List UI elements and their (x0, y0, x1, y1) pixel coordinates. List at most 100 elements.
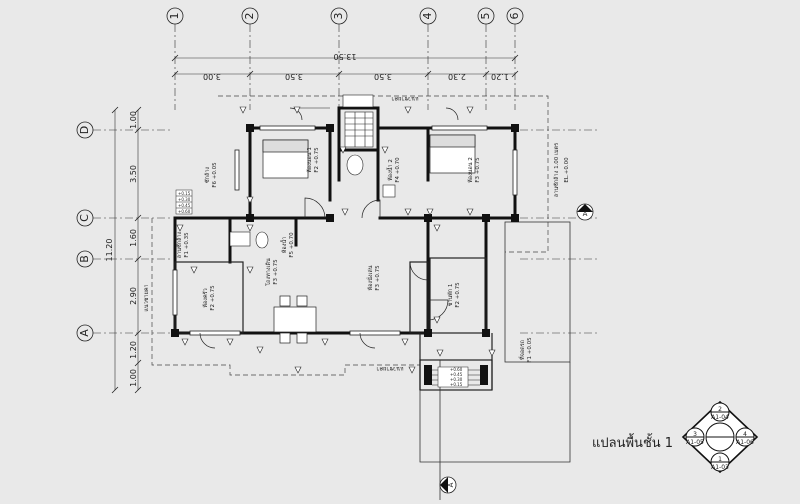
dim-left-2: 3.50 (129, 165, 138, 183)
level-triangle-marker (433, 224, 441, 232)
key-code-right: A1-06 (736, 439, 754, 446)
grid-bubbles-left: D C B A (76, 121, 94, 342)
grid-row-C: C (78, 214, 91, 222)
room-laundry-name: ซักล้าง (204, 167, 211, 184)
level-triangle-marker (181, 338, 189, 346)
level-triangle-marker (239, 106, 247, 114)
room-porch-level: F2 +0.75 (455, 282, 461, 308)
level-triangle-marker (433, 316, 441, 324)
room-kitchen-level: F2 +0.75 (210, 285, 216, 311)
level-b2: +0.45 (450, 372, 463, 377)
key-num-bottom: 1 (718, 456, 722, 463)
level-l4: +0.60 (178, 209, 191, 214)
room-parking-name: ที่จอดรถ (518, 340, 526, 360)
level-triangle-marker (466, 208, 474, 216)
level-triangle-marker (408, 366, 416, 374)
drawing-title: แปลนพื้นชั้น 1 (592, 433, 673, 451)
overall-dimensions (114, 57, 515, 390)
key-num-left: 3 (693, 431, 697, 438)
room-parking-level: F1 +0.05 (527, 337, 533, 363)
room-bed2-name: ห้องนอน 2 (467, 157, 474, 183)
elevation-key-labels: 2 A1-04 3 A1-05 4 A1-06 1 A1-03 (686, 406, 754, 471)
elevation-label: EL.+0.00 (564, 157, 570, 183)
level-markers (176, 106, 496, 374)
eave-label-left: แนวชายคา (143, 284, 150, 311)
grid-col-5: 5 (479, 13, 492, 20)
dim-left-1: 1.00 (129, 111, 138, 129)
room-bath2-level: F5 +0.70 (289, 232, 295, 258)
key-num-top: 2 (718, 406, 722, 413)
level-b4: +0.15 (450, 382, 463, 387)
room-bath2-name: ห้องน้ำ (280, 237, 288, 253)
level-triangle-marker (404, 106, 412, 114)
dimension-ticks (111, 54, 519, 394)
key-code-bottom: A1-03 (711, 464, 729, 471)
grid-col-2: 2 (243, 13, 256, 20)
eave-label-right: ลานซักล้าง 1.00 เมตร (553, 143, 560, 197)
key-code-top: A1-04 (711, 414, 729, 421)
room-living-level: F3 +0.75 (375, 265, 381, 291)
room-hall-name: โถงทางเดิน (264, 258, 272, 286)
horizontal-grid-lines (93, 129, 600, 334)
dim-left-4: 2.90 (129, 287, 138, 305)
overall-depth: 11.20 (105, 239, 114, 262)
windows (172, 125, 518, 336)
level-triangle-marker (176, 224, 184, 232)
room-bed1-level: F2 +0.75 (314, 147, 320, 173)
dim-left-3: 1.60 (129, 229, 138, 247)
elevation-key-marker (681, 400, 759, 474)
room-kitchen-name: ห้องครัว (202, 288, 209, 307)
level-triangle-marker (293, 106, 301, 114)
level-triangle-marker (401, 338, 409, 346)
dining-set (273, 295, 317, 344)
level-triangle-marker (341, 208, 349, 216)
overall-width: 13.50 (334, 52, 357, 61)
level-triangle-marker (436, 349, 444, 357)
level-triangle-marker (190, 266, 198, 274)
level-triangle-marker (226, 338, 234, 346)
level-triangle-marker (404, 208, 412, 216)
dim-top-5: 1.20 (491, 72, 509, 81)
eave-label-bottom: แนวชายคา (376, 365, 403, 372)
structural-columns (171, 124, 519, 385)
room-stair-level: F1 +0.35 (184, 232, 190, 258)
room-porch-name: ชานพัก 1 (447, 284, 454, 307)
level-l3: +0.45 (178, 203, 191, 208)
level-triangle-marker (246, 266, 254, 274)
room-bath1-level: F4 +0.70 (395, 157, 401, 183)
room-bed1-name: ห้องนอน 1 (306, 147, 313, 173)
room-stair-name: ลานซักล้าง (176, 231, 183, 258)
dim-top-1: 3.00 (203, 72, 221, 81)
grid-row-A: A (78, 329, 91, 337)
grid-col-1: 1 (168, 13, 181, 20)
section-label-bottom: A (447, 482, 455, 487)
level-table-bottom (437, 366, 469, 388)
room-labels: ซักล้าง F6 +0.05 ห้องนอน 1 F2 +0.75 ห้อง… (176, 147, 533, 363)
grid-col-3: 3 (332, 13, 345, 20)
dim-left-6: 1.00 (129, 369, 138, 387)
level-l2: +0.30 (178, 197, 191, 202)
section-marker-bottom: A (439, 476, 457, 494)
doors (199, 107, 459, 349)
beds (262, 134, 476, 179)
level-table-left (175, 189, 193, 215)
bathroom-fixtures (229, 94, 396, 249)
level-triangle-marker (246, 224, 254, 232)
level-triangle-marker (321, 338, 329, 346)
section-label-right: A (583, 210, 588, 218)
grid-col-4: 4 (421, 13, 434, 20)
level-triangle-marker (294, 366, 302, 374)
level-b3: +0.30 (450, 377, 463, 382)
level-triangle-marker (466, 106, 474, 114)
level-triangle-marker (256, 346, 264, 354)
dim-top-2: 3.50 (285, 72, 303, 81)
level-triangle-marker (381, 146, 389, 154)
key-num-right: 4 (743, 431, 747, 438)
dim-left-5: 1.20 (129, 341, 138, 359)
room-bed2-level: F3 +0.75 (475, 157, 481, 183)
room-hall-level: F3 +0.75 (273, 259, 279, 285)
eave-outline (151, 95, 549, 376)
key-code-left: A1-05 (686, 439, 704, 446)
level-triangle-marker (426, 208, 434, 216)
